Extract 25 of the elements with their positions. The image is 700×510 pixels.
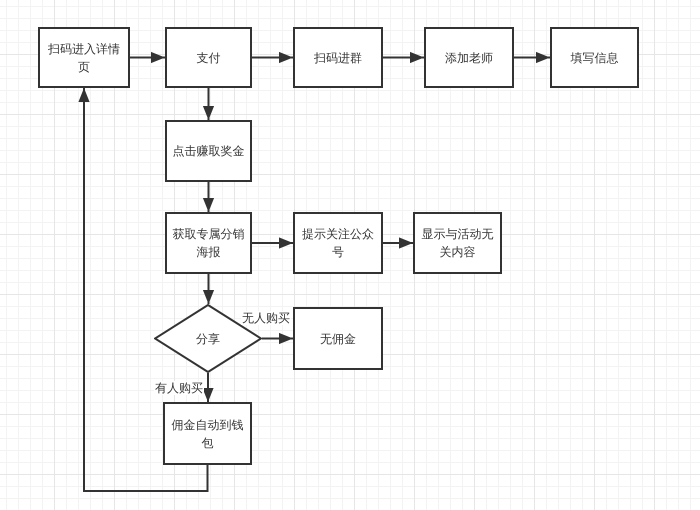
process-box: 支付 (165, 27, 252, 88)
process-box: 显示与活动无关内容 (413, 212, 502, 274)
process-box: 获取专属分销海报 (165, 212, 252, 274)
arrow (514, 52, 550, 64)
arrow (383, 237, 413, 249)
process-box: 提示关注公众号 (293, 212, 383, 274)
edge-label: 有人购买 (154, 380, 204, 395)
arrow (383, 52, 424, 64)
arrow (252, 237, 293, 249)
arrow (252, 52, 293, 64)
process-box: 添加老师 (424, 27, 514, 88)
edge-label: 无人购买 (241, 310, 291, 325)
arrow (130, 52, 165, 64)
process-box: 填写信息 (550, 27, 639, 88)
arrow (262, 332, 293, 344)
arrow (202, 88, 214, 120)
process-box: 扫码进群 (293, 27, 383, 88)
process-box: 点击赚取奖金 (165, 120, 252, 182)
arrow (202, 373, 214, 402)
process-box: 扫码进入详情页 (38, 27, 130, 88)
arrow (202, 274, 214, 304)
arrow (202, 182, 214, 212)
process-box: 佣金自动到钱包 (163, 402, 252, 465)
process-box: 无佣金 (293, 307, 383, 370)
arrow (78, 88, 208, 492)
